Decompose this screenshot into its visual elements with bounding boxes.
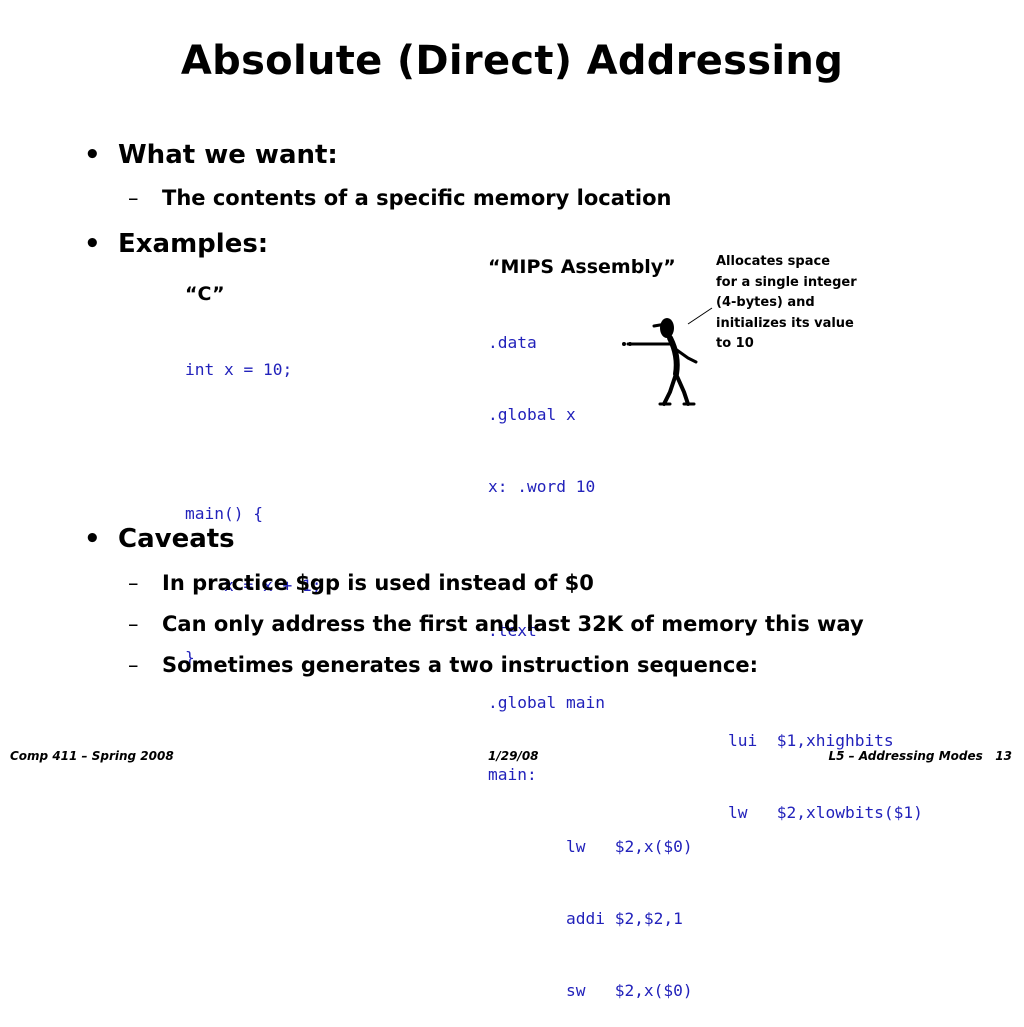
annotation-line: to 10 <box>716 336 754 351</box>
bullet-glyph: • <box>84 140 101 170</box>
code-line: } <box>185 648 195 667</box>
code-line: main() { <box>185 504 263 523</box>
sub-bullet-text: Sometimes generates a two instruction se… <box>162 653 758 677</box>
two-instruction-code: lui $1,xhighbits lw $2,xlowbits($1) <box>728 681 923 849</box>
annotation-line: (4-bytes) and <box>716 295 815 310</box>
footer-lecture: L5 – Addressing Modes 13 <box>828 749 1012 763</box>
code-line: x: .word 10 <box>488 477 596 496</box>
bullet-glyph: • <box>84 524 101 554</box>
sub-bullet-text: The contents of a specific memory locati… <box>162 186 672 210</box>
c-code-block: int x = 10; ​ main() { x = x + 1; } <box>185 310 321 694</box>
annotation-line: for a single integer <box>716 274 857 290</box>
code-line: .text <box>488 621 537 640</box>
code-line: ​ <box>488 547 693 571</box>
sub-bullet-gp: – In practice $gp is used instead of $0 <box>128 571 594 595</box>
dash-glyph: – <box>128 653 139 677</box>
code-line: x = x + 1; <box>185 576 322 595</box>
footer-date: 1/29/08 <box>488 749 539 763</box>
bullet-what-we-want: • What we want: <box>84 140 338 170</box>
annotation-line: Allocates space <box>716 254 831 269</box>
stick-figure-illustration <box>622 307 713 406</box>
dash-glyph: – <box>128 186 139 210</box>
code-line: lw $2,xlowbits($1) <box>728 803 923 822</box>
sub-bullet-contents: – The contents of a specific memory loca… <box>128 186 672 210</box>
code-line: .global x <box>488 405 576 424</box>
mips-example-label: “MIPS Assembly” <box>488 256 676 278</box>
slide-title: Absolute (Direct) Addressing <box>180 38 844 84</box>
bullet-examples: • Examples: <box>84 229 269 259</box>
dash-glyph: – <box>128 571 139 595</box>
code-line: sw $2,x($0) <box>488 981 693 1000</box>
bullet-glyph: • <box>84 229 101 259</box>
bullet-caveats: • Caveats <box>84 524 235 554</box>
dash-glyph: – <box>128 612 139 636</box>
sub-bullet-two-instr: – Sometimes generates a two instruction … <box>128 653 758 677</box>
code-line: int x = 10; <box>185 360 293 379</box>
code-line: ​ <box>185 430 321 454</box>
footer-course: Comp 411 – Spring 2008 <box>10 749 174 763</box>
code-line: lui $1,xhighbits <box>728 731 894 750</box>
annotation-note: Allocates space for a single integer (4-… <box>716 252 866 355</box>
code-line: addi $2,$2,1 <box>488 909 683 928</box>
c-example-label: “C” <box>185 283 225 305</box>
annotation-line: initializes its value <box>716 315 854 331</box>
sub-bullet-text: In practice $gp is used instead of $0 <box>162 571 594 595</box>
code-line: .data <box>488 333 537 352</box>
bullet-text: Caveats <box>118 524 235 554</box>
sub-bullet-32k: – Can only address the first and last 32… <box>128 612 864 636</box>
code-line: .global main <box>488 693 605 712</box>
sub-bullet-text: Can only address the first and last 32K … <box>162 612 864 636</box>
bullet-text: Examples: <box>118 229 269 259</box>
code-line: lw $2,x($0) <box>488 837 693 856</box>
code-line: main: <box>488 765 537 784</box>
bullet-text: What we want: <box>118 140 338 170</box>
